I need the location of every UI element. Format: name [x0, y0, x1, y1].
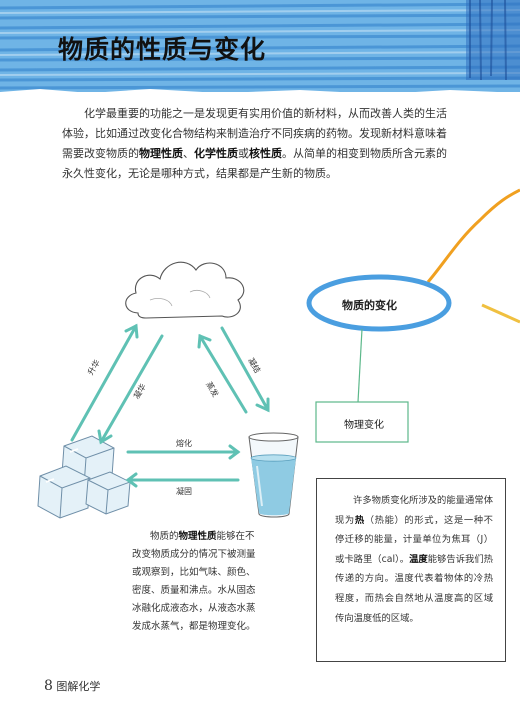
physical-change-label: 物理变化: [344, 420, 384, 431]
term-temperature: 温度: [409, 553, 428, 565]
intro-text: 。从简单的相变到物质所含元素的永久性变化，无论是哪种方式，结果都是产生新的物质。: [62, 147, 447, 180]
physical-property-note: 物质的物理性质能够在不改变物质成分的情况下被测量或观察到，比如气味、颜色、密度、…: [132, 528, 260, 636]
intro-paragraph: 化学最重要的功能之一是发现更有实用价值的新材料，从而改善人类的生活体验，比如通过…: [62, 104, 450, 184]
water-glass-icon: [248, 432, 299, 518]
arrow-deposition: [99, 334, 164, 444]
page-title: 物质的性质与变化: [58, 35, 267, 64]
branch-line: [426, 188, 520, 283]
arrow-sublimation: [70, 324, 138, 442]
term-physical-property: 物理性质: [139, 147, 183, 160]
ice-cubes-icon: [37, 435, 131, 519]
branch-line: [481, 303, 520, 324]
term-nuclear-property: 核性质: [249, 147, 282, 160]
title-banner: 物质的性质与变化: [0, 0, 520, 95]
book-title: 图解化学: [56, 680, 101, 693]
term-chemical-property: 化学性质: [194, 147, 238, 160]
arrow-evaporation: [198, 334, 248, 414]
label-melting: 熔化: [176, 439, 192, 448]
cloud-icon: [125, 261, 245, 319]
term-heat: 热: [354, 514, 365, 526]
intro-text: 化学最重要的功能之一是发现更有实用价值的新材料，从而改善人类的生活体验，比如通过…: [62, 107, 447, 160]
note-text: 能够告诉我们热传递的方向。温度代表着物体的冷热程度，而热会自然地从温度高的区域传…: [335, 553, 493, 624]
energy-note-box: 许多物质变化所涉及的能量通常体现为热（热能）的形式，这是一种不停迁移的能量，计量…: [316, 478, 506, 662]
physical-change-box: [315, 401, 409, 443]
brush-banner: [0, 0, 520, 95]
phase-arrows: [70, 323, 270, 488]
intro-sep: 或: [238, 147, 249, 160]
connector-line: [357, 328, 363, 403]
center-bubble: [306, 274, 452, 332]
arrow-condensation: [220, 326, 270, 412]
note-text: （热能）的形式，这是一种不停迁移的能量，计量单位为焦耳（J）或卡路里（cal）。: [335, 514, 493, 565]
note-text: 物质的: [150, 531, 179, 542]
note-text: 能够在不改变物质成分的情况下被测量或观察到，比如气味、颜色、密度、质量和沸点。水…: [132, 531, 256, 632]
page-number: 8: [44, 678, 53, 694]
note-text: 许多物质变化所涉及的能量通常体现为: [335, 495, 493, 526]
label-solidification: 凝固: [176, 487, 192, 496]
term-physical-property: 物理性质: [178, 531, 217, 542]
center-bubble-label: 物质的变化: [342, 299, 397, 312]
intro-sep: 、: [183, 147, 194, 160]
page-footer: 8 图解化学: [44, 678, 100, 694]
